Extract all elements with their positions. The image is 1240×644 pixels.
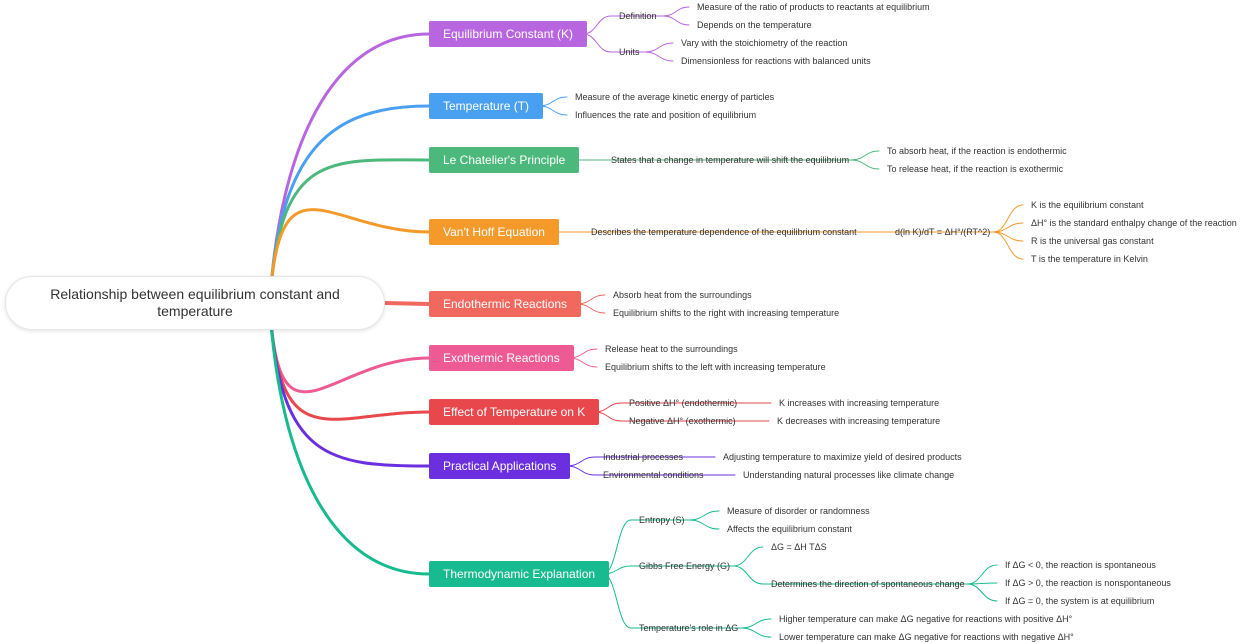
child-connector [582, 15, 612, 35]
branch-label: Effect of Temperature on K [443, 405, 586, 419]
branch-temperature[interactable]: Temperature (T) [429, 93, 544, 119]
leaf-node[interactable]: Equilibrium shifts to the left with incr… [605, 362, 826, 372]
branch-practical-applications[interactable]: Practical Applications [429, 453, 571, 479]
root-connector [268, 308, 431, 576]
child-connector [566, 465, 596, 476]
leaf-node[interactable]: Depends on the temperature [697, 20, 812, 30]
child-connector [740, 627, 772, 638]
branch-endothermic[interactable]: Endothermic Reactions [429, 291, 582, 317]
leaf-node[interactable]: Measure of the ratio of products to reac… [697, 2, 930, 12]
leaf-node[interactable]: Measure of disorder or randomness [727, 506, 870, 516]
child-connector [740, 618, 772, 629]
leaf-node[interactable]: If ΔG < 0, the reaction is spontaneous [1005, 560, 1156, 570]
leaf-node[interactable]: To absorb heat, if the reaction is endot… [887, 146, 1067, 156]
leaf-node[interactable]: Adjusting temperature to maximize yield … [723, 452, 962, 462]
leaf-node[interactable]: Release heat to the surroundings [605, 344, 738, 354]
node-le-chatelier-statement[interactable]: States that a change in temperature will… [611, 155, 850, 165]
child-connector [688, 519, 720, 530]
node-vant-hoff-description[interactable]: Describes the temperature dependence of … [591, 227, 857, 237]
node-positive-enthalpy[interactable]: Positive ΔH° (endothermic) [629, 398, 738, 408]
child-connector [576, 303, 606, 314]
leaf-node[interactable]: Dimensionless for reactions with balance… [681, 56, 871, 66]
child-connector [644, 51, 674, 62]
leaf-node[interactable]: Affects the equilibrium constant [727, 524, 852, 534]
leaf-node[interactable]: Absorb heat from the surroundings [613, 290, 752, 300]
leaf-node[interactable]: Influences the rate and position of equi… [575, 110, 757, 120]
leaf-node[interactable]: Higher temperature can make ΔG negative … [779, 614, 1073, 624]
node-negative-enthalpy[interactable]: Negative ΔH° (exothermic) [629, 416, 736, 426]
child-connector [662, 6, 690, 17]
node-spontaneous-change[interactable]: Determines the direction of spontaneous … [771, 579, 965, 589]
leaf-node[interactable]: If ΔG > 0, the reaction is nonspontaneou… [1005, 578, 1171, 588]
child-connector [966, 564, 998, 585]
leaf-node[interactable]: If ΔG = 0, the system is at equilibrium [1005, 596, 1155, 606]
child-connector [688, 510, 720, 521]
root-connector [383, 301, 431, 306]
child-connector [850, 159, 880, 170]
node-gibbs-free-energy[interactable]: Gibbs Free Energy (G) [639, 561, 731, 571]
child-connector [538, 105, 568, 116]
leaf-node[interactable]: R is the universal gas constant [1031, 236, 1154, 246]
child-connector [732, 546, 764, 567]
node-industrial-processes[interactable]: Industrial processes [603, 452, 684, 462]
node-units[interactable]: Units [619, 47, 640, 57]
leaf-node[interactable]: ΔH° is the standard enthalpy change of t… [1031, 218, 1237, 228]
branch-label: Thermodynamic Explanation [443, 567, 596, 581]
leaf-node[interactable]: Understanding natural processes like cli… [743, 470, 955, 480]
child-connector [850, 150, 880, 161]
branch-label: Exothermic Reactions [443, 351, 560, 365]
branch-thermodynamic-explanation[interactable]: Thermodynamic Explanation [429, 561, 610, 587]
branch-label: Van't Hoff Equation [443, 225, 545, 239]
child-connector [992, 204, 1024, 233]
branch-label: Endothermic Reactions [443, 297, 568, 311]
root-node[interactable]: Relationship between equilibrium constan… [5, 276, 385, 330]
child-connector [992, 231, 1024, 260]
root-connector [268, 32, 431, 302]
leaf-node[interactable]: Measure of the average kinetic energy of… [575, 92, 775, 102]
branch-exothermic[interactable]: Exothermic Reactions [429, 345, 574, 371]
child-connector [662, 15, 690, 26]
leaf-node[interactable]: T is the temperature in Kelvin [1031, 254, 1148, 264]
branch-label: Equilibrium Constant (K) [443, 27, 574, 41]
leaf-node[interactable]: K increases with increasing temperature [779, 398, 940, 408]
leaf-node[interactable]: Vary with the stoichiometry of the react… [681, 38, 848, 48]
branch-effect-of-temperature[interactable]: Effect of Temperature on K [429, 399, 600, 425]
child-connector [582, 33, 612, 53]
leaf-node[interactable]: Lower temperature can make ΔG negative f… [779, 632, 1074, 642]
branch-equilibrium-constant[interactable]: Equilibrium Constant (K) [429, 21, 588, 47]
branch-vant-hoff[interactable]: Van't Hoff Equation [429, 219, 559, 245]
child-connector [538, 96, 568, 107]
leaf-node[interactable]: K decreases with increasing temperature [777, 416, 941, 426]
node-environmental-conditions[interactable]: Environmental conditions [603, 470, 704, 480]
node-vant-hoff-equation[interactable]: d(ln K)/dT = ΔH°/(RT^2) [895, 227, 991, 237]
child-connector [644, 42, 674, 53]
child-connector [966, 583, 998, 602]
leaf-node[interactable]: ΔG = ΔH TΔS [771, 542, 827, 552]
leaf-node[interactable]: Equilibrium shifts to the right with inc… [613, 308, 840, 318]
leaf-node[interactable]: K is the equilibrium constant [1031, 200, 1144, 210]
branch-label: Temperature (T) [443, 99, 530, 113]
branch-label: Le Chatelier's Principle [443, 153, 566, 167]
leaf-node[interactable]: To release heat, if the reaction is exot… [887, 164, 1064, 174]
root-connector [268, 208, 431, 302]
node-entropy[interactable]: Entropy (S) [639, 515, 685, 525]
child-connector [732, 565, 764, 585]
root-node-label: Relationship between equilibrium constan… [50, 286, 340, 319]
branch-le-chatelier[interactable]: Le Chatelier's Principle [429, 147, 580, 173]
root-connector [268, 104, 431, 302]
child-connector [576, 294, 606, 305]
node-definition[interactable]: Definition [619, 11, 657, 21]
node-temperature-role[interactable]: Temperature's role in ΔG [639, 623, 739, 633]
branch-label: Practical Applications [443, 459, 557, 473]
child-connector [566, 456, 596, 467]
